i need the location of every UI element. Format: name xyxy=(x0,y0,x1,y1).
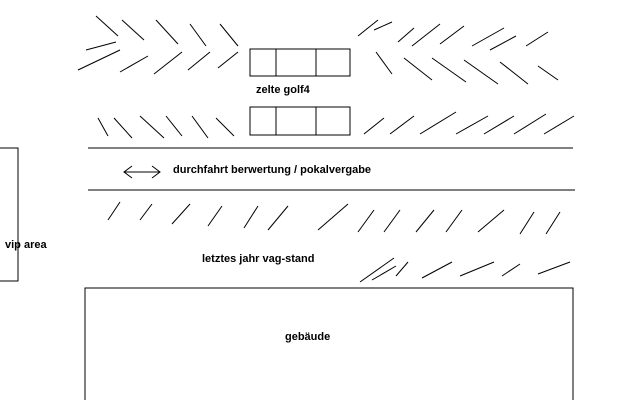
hatch-middle-left xyxy=(97,115,235,139)
tents-label: zelte golf4 xyxy=(256,84,310,96)
vip-area-label: vip area xyxy=(5,239,47,251)
building-label: gebäude xyxy=(285,331,331,343)
tent-row-lower xyxy=(249,106,351,136)
last-year-stand-label: letztes jahr vag-stand xyxy=(202,253,315,265)
building-outline xyxy=(84,287,574,400)
vip-area-outline xyxy=(0,147,19,282)
double-headed-arrow-icon xyxy=(123,165,161,179)
hatch-top-right xyxy=(357,19,559,85)
tent-row-upper xyxy=(249,48,351,77)
hatch-top-left xyxy=(77,15,239,75)
passage-label: durchfahrt berwertung / pokalvergabe xyxy=(173,164,372,176)
hatch-last-year-stand xyxy=(359,257,571,283)
hatch-middle-right xyxy=(363,111,575,135)
hatch-lower xyxy=(107,201,561,235)
